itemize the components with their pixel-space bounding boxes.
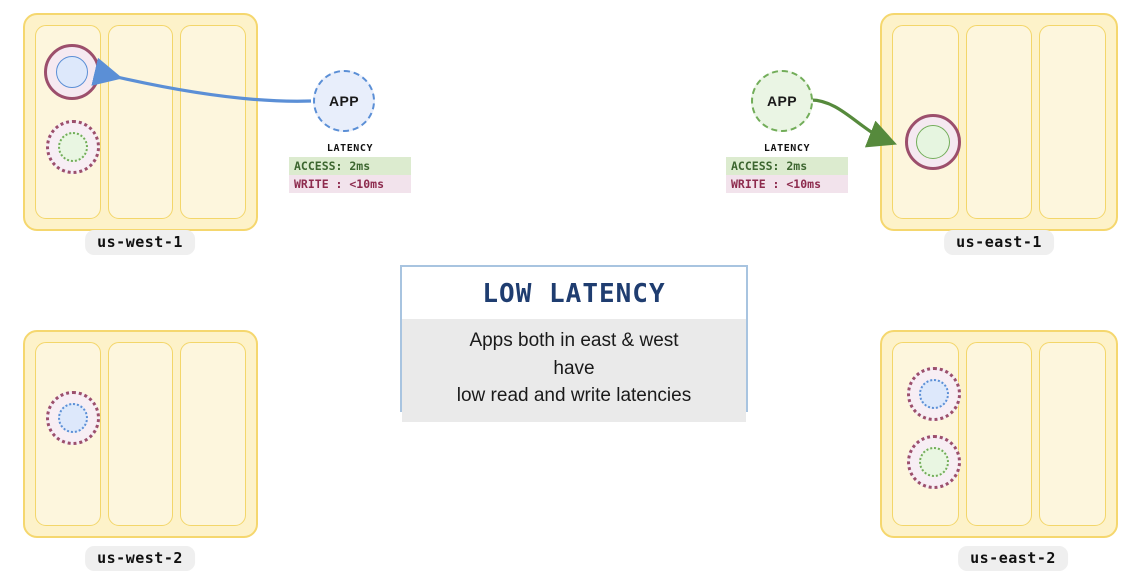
app-node-east[interactable]: APP xyxy=(751,70,813,132)
region-column xyxy=(965,25,1033,219)
callout-body: Apps both in east & west have low read a… xyxy=(402,319,746,422)
app-node-west[interactable]: APP xyxy=(313,70,375,132)
secondary-replica-node[interactable] xyxy=(46,120,100,174)
replica-core-green xyxy=(916,125,950,159)
region-label-us-east-2: us-east-2 xyxy=(958,546,1068,571)
secondary-replica-node[interactable] xyxy=(46,391,100,445)
region-column xyxy=(107,342,174,526)
latency-block-west: LATENCY ACCESS: 2ms WRITE : <10ms xyxy=(289,143,411,193)
latency-access-row: ACCESS: 2ms xyxy=(726,157,848,175)
region-column xyxy=(180,342,247,526)
latency-block-east: LATENCY ACCESS: 2ms WRITE : <10ms xyxy=(726,143,848,193)
region-column xyxy=(107,25,174,219)
latency-write-row: WRITE : <10ms xyxy=(726,175,848,193)
latency-write-row: WRITE : <10ms xyxy=(289,175,411,193)
primary-replica-node[interactable] xyxy=(44,44,100,100)
replica-core-green xyxy=(919,447,949,477)
replica-core-green xyxy=(58,132,88,162)
region-us-east-1[interactable] xyxy=(880,13,1118,231)
region-us-west-2[interactable] xyxy=(23,330,258,538)
region-column xyxy=(35,342,101,526)
replica-core-blue xyxy=(58,403,88,433)
replica-core-blue xyxy=(56,56,88,88)
callout-title: LOW LATENCY xyxy=(402,267,746,319)
latency-title: LATENCY xyxy=(763,143,811,154)
primary-replica-node[interactable] xyxy=(905,114,961,170)
region-column xyxy=(965,342,1033,526)
latency-title: LATENCY xyxy=(326,143,374,154)
region-label-us-west-1: us-west-1 xyxy=(85,230,195,255)
latency-access-row: ACCESS: 2ms xyxy=(289,157,411,175)
replica-core-blue xyxy=(919,379,949,409)
callout-line-2: have xyxy=(553,357,595,379)
region-us-east-2[interactable] xyxy=(880,330,1118,538)
east-app-to-east-primary-arrow xyxy=(810,98,897,148)
region-us-west-1[interactable] xyxy=(23,13,258,231)
secondary-replica-node[interactable] xyxy=(907,435,961,489)
region-column xyxy=(180,25,247,219)
secondary-replica-node[interactable] xyxy=(907,367,961,421)
callout-line-3: low read and write latencies xyxy=(456,385,692,407)
region-label-us-west-2: us-west-2 xyxy=(85,546,195,571)
callout-box: LOW LATENCY Apps both in east & west hav… xyxy=(400,265,748,422)
region-column xyxy=(892,342,961,526)
region-column xyxy=(1039,342,1107,526)
callout-line-1: Apps both in east & west xyxy=(469,330,679,351)
region-column xyxy=(35,25,101,219)
app-label: APP xyxy=(329,93,359,109)
region-label-us-east-1: us-east-1 xyxy=(944,230,1054,255)
app-label: APP xyxy=(767,93,797,109)
region-column xyxy=(892,25,961,219)
region-column xyxy=(1039,25,1107,219)
